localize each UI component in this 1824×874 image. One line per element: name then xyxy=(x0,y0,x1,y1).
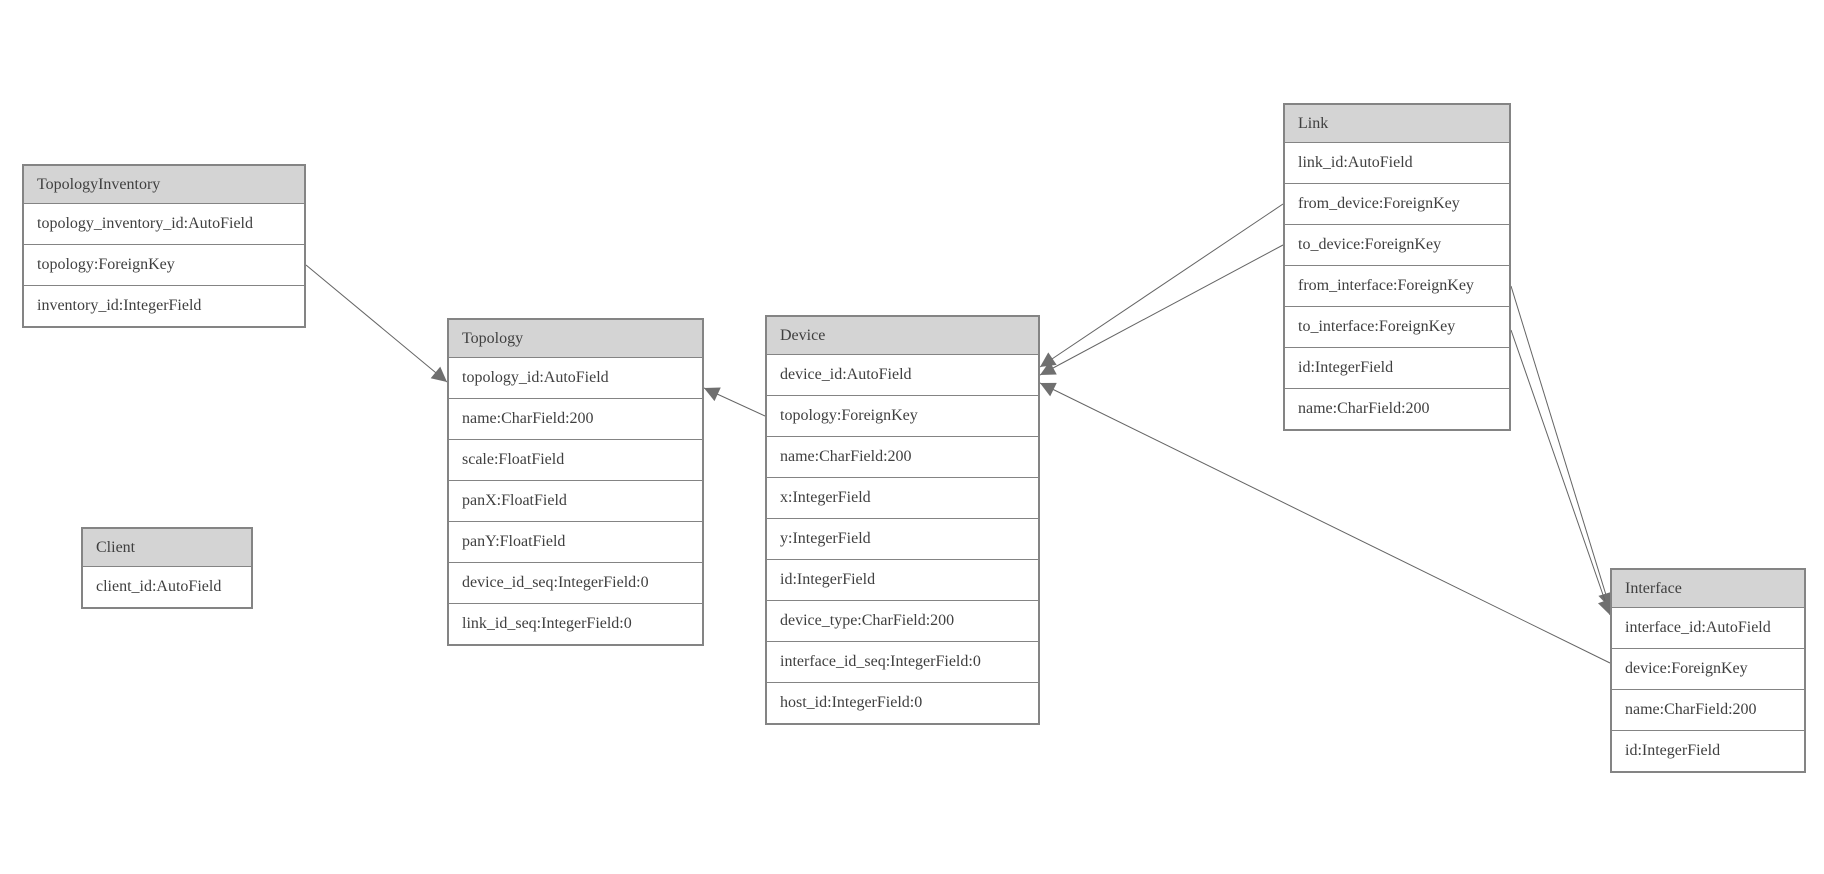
relationship-line-link-to_device-to-device xyxy=(1039,244,1284,376)
entity-field-row: device_id_seq:IntegerField:0 xyxy=(449,562,702,603)
entity-field-row: id:IntegerField xyxy=(1612,730,1804,771)
entity-field-row: device_id:AutoField xyxy=(767,354,1038,395)
entity-title: Link xyxy=(1285,105,1509,142)
entity-field-row: topology_inventory_id:AutoField xyxy=(24,203,304,244)
entity-field-row: x:IntegerField xyxy=(767,477,1038,518)
relationship-line-link-from_interface-to-interface xyxy=(1510,285,1613,609)
entity-title: Interface xyxy=(1612,570,1804,607)
entity-title: Topology xyxy=(449,320,702,357)
relationship-line-device-topology-to-topology xyxy=(703,387,766,417)
entity-field-row: scale:FloatField xyxy=(449,439,702,480)
entity-field-row: y:IntegerField xyxy=(767,518,1038,559)
entity-field-row: name:CharField:200 xyxy=(1612,689,1804,730)
entity-field-row: id:IntegerField xyxy=(1285,347,1509,388)
relationship-line-topologyinventory-topology-to-topology xyxy=(305,264,448,383)
entity-field-row: interface_id_seq:IntegerField:0 xyxy=(767,641,1038,682)
relationship-line-link-from_device-to-device xyxy=(1039,203,1284,368)
entity-field-row: topology_id:AutoField xyxy=(449,357,702,398)
entity-field-row: client_id:AutoField xyxy=(83,566,251,607)
entity-field-row: device_type:CharField:200 xyxy=(767,600,1038,641)
entity-field-row: device:ForeignKey xyxy=(1612,648,1804,689)
entity-field-row: id:IntegerField xyxy=(767,559,1038,600)
entity-title: Device xyxy=(767,317,1038,354)
entity-field-row: inventory_id:IntegerField xyxy=(24,285,304,326)
relationship-line-interface-device-to-device xyxy=(1039,382,1611,664)
entity-field-row: topology:ForeignKey xyxy=(767,395,1038,436)
entity-field-row: panY:FloatField xyxy=(449,521,702,562)
entity-title: TopologyInventory xyxy=(24,166,304,203)
entity-field-row: to_device:ForeignKey xyxy=(1285,224,1509,265)
entity-field-row: host_id:IntegerField:0 xyxy=(767,682,1038,723)
entity-field-row: interface_id:AutoField xyxy=(1612,607,1804,648)
entity-field-row: name:CharField:200 xyxy=(767,436,1038,477)
entity-field-row: from_interface:ForeignKey xyxy=(1285,265,1509,306)
entity-field-row: to_interface:ForeignKey xyxy=(1285,306,1509,347)
entity-field-row: from_device:ForeignKey xyxy=(1285,183,1509,224)
entity-field-row: link_id_seq:IntegerField:0 xyxy=(449,603,702,644)
relationship-line-link-to_interface-to-interface xyxy=(1510,329,1613,616)
entity-field-row: panX:FloatField xyxy=(449,480,702,521)
entity-field-row: name:CharField:200 xyxy=(1285,388,1509,429)
entity-field-row: topology:ForeignKey xyxy=(24,244,304,285)
entity-title: Client xyxy=(83,529,251,566)
entity-field-row: name:CharField:200 xyxy=(449,398,702,439)
entity-field-row: link_id:AutoField xyxy=(1285,142,1509,183)
